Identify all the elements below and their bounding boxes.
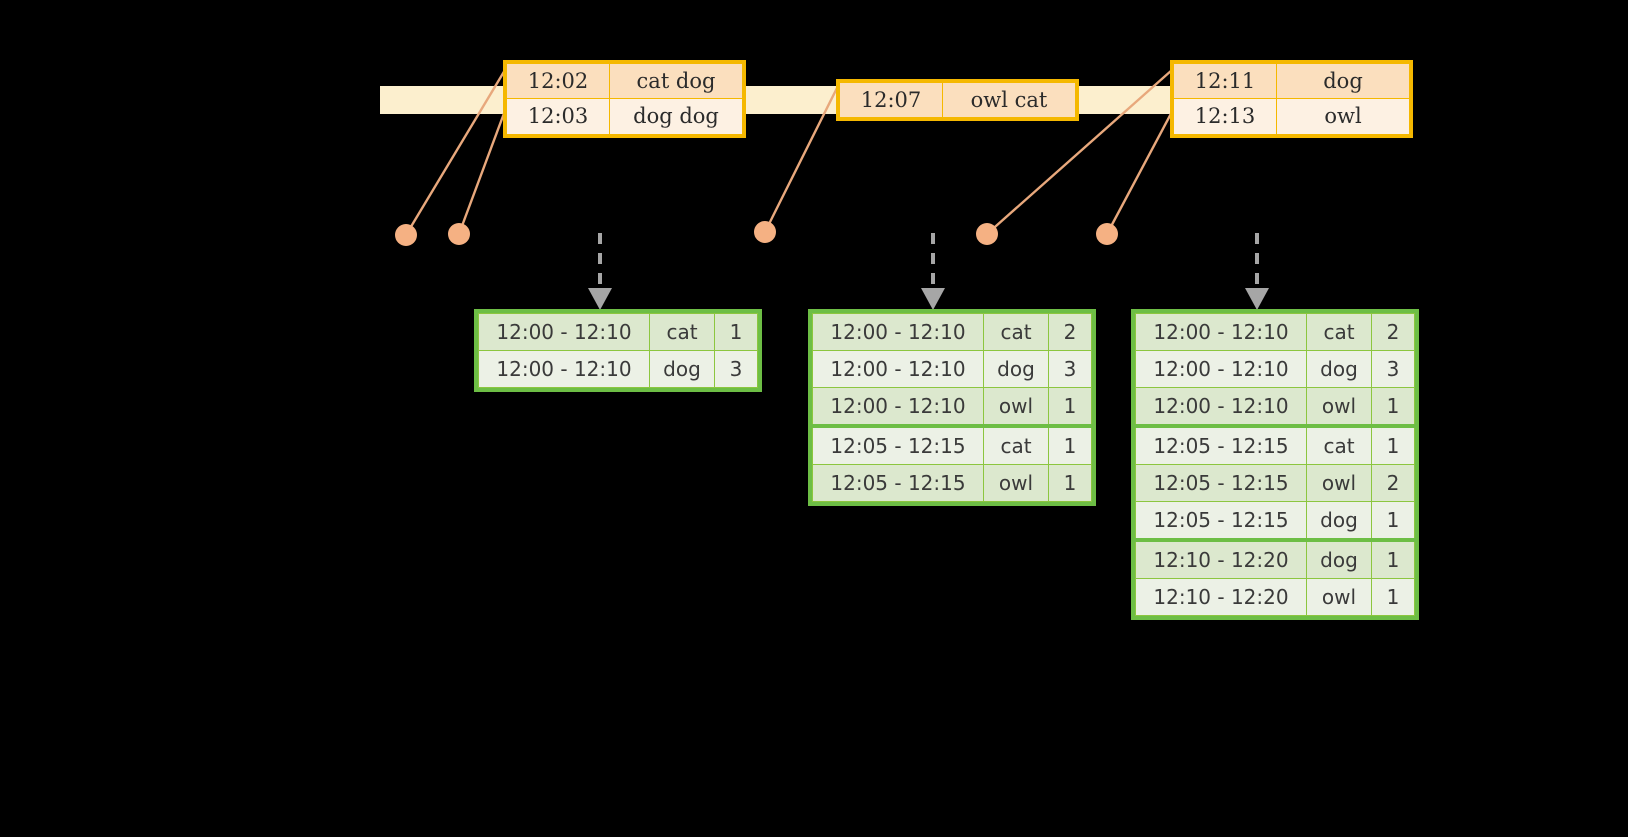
result-count: 1 (1371, 387, 1415, 428)
result-count: 3 (1371, 350, 1415, 388)
table-row: 12:05 - 12:15 dog 1 (1135, 501, 1415, 542)
result-window: 12:00 - 12:10 (812, 350, 984, 388)
event-dot-2 (448, 223, 470, 245)
result-window: 12:00 - 12:10 (812, 313, 984, 351)
event-marker-dots (395, 221, 1118, 246)
connector-line-2 (457, 107, 508, 235)
event-dot-4 (976, 223, 998, 245)
result-count: 1 (1048, 464, 1092, 502)
result-key: cat (1306, 313, 1372, 351)
event-row: 12:11 dog (1173, 62, 1410, 100)
table-row: 12:00 - 12:10 dog 3 (1135, 350, 1415, 388)
table-row: 12:05 - 12:15 owl 1 (812, 464, 1092, 502)
table-row: 12:00 - 12:10 owl 1 (1135, 387, 1415, 428)
result-count: 3 (714, 350, 758, 388)
result-key: owl (1306, 387, 1372, 428)
result-key: dog (649, 350, 715, 388)
result-window: 12:10 - 12:20 (1135, 578, 1307, 616)
event-words: owl cat (942, 81, 1076, 119)
result-window: 12:00 - 12:10 (812, 387, 984, 428)
event-words: dog (1276, 62, 1410, 100)
result-key: cat (983, 313, 1049, 351)
result-key: dog (1306, 539, 1372, 579)
result-window: 12:05 - 12:15 (1135, 464, 1307, 502)
result-table-1: 12:00 - 12:10 cat 1 12:00 - 12:10 dog 3 (474, 309, 762, 392)
result-window: 12:00 - 12:10 (1135, 350, 1307, 388)
result-window: 12:00 - 12:10 (1135, 313, 1307, 351)
result-key: cat (983, 425, 1049, 465)
result-count: 1 (1048, 425, 1092, 465)
result-count: 2 (1371, 464, 1415, 502)
table-row: 12:10 - 12:20 dog 1 (1135, 539, 1415, 579)
connector-line-5 (1105, 107, 1176, 235)
event-time: 12:03 (506, 98, 610, 135)
event-dot-3 (754, 221, 776, 243)
result-window: 12:00 - 12:10 (1135, 387, 1307, 428)
result-count: 1 (1371, 578, 1415, 616)
result-count: 1 (714, 313, 758, 351)
result-count: 1 (1048, 387, 1092, 428)
table-row: 12:05 - 12:15 cat 1 (812, 425, 1092, 465)
table-row: 12:00 - 12:10 dog 3 (812, 350, 1092, 388)
event-dot-5 (1096, 223, 1118, 245)
result-count: 2 (1371, 313, 1415, 351)
result-window: 12:05 - 12:15 (1135, 501, 1307, 542)
result-count: 2 (1048, 313, 1092, 351)
event-row: 12:07 owl cat (839, 81, 1076, 119)
result-count: 1 (1371, 501, 1415, 542)
event-time: 12:13 (1173, 98, 1277, 135)
emit-arrow-head-2 (921, 288, 945, 310)
connector-line-1 (404, 69, 507, 236)
result-window: 12:05 - 12:15 (812, 425, 984, 465)
emit-arrow-head-3 (1245, 288, 1269, 310)
table-row: 12:00 - 12:10 cat 2 (1135, 313, 1415, 351)
table-row: 12:05 - 12:15 owl 2 (1135, 464, 1415, 502)
event-time: 12:02 (506, 62, 610, 100)
table-row: 12:05 - 12:15 cat 1 (1135, 425, 1415, 465)
connector-line-3 (763, 85, 840, 233)
events-group-3: 12:11 dog 12:13 owl (1170, 60, 1413, 138)
events-group-1: 12:02 cat dog 12:03 dog dog (503, 60, 746, 138)
event-time: 12:11 (1173, 62, 1277, 100)
emit-arrow-head-1 (588, 288, 612, 310)
event-words: dog dog (609, 98, 743, 135)
result-window: 12:05 - 12:15 (812, 464, 984, 502)
result-key: owl (1306, 578, 1372, 616)
event-time: 12:07 (839, 81, 943, 119)
result-key: owl (1306, 464, 1372, 502)
event-dot-1 (395, 224, 417, 246)
result-count: 1 (1371, 425, 1415, 465)
result-key: dog (1306, 350, 1372, 388)
table-row: 12:00 - 12:10 cat 1 (478, 313, 758, 351)
result-table-3: 12:00 - 12:10 cat 2 12:00 - 12:10 dog 3 … (1131, 309, 1419, 620)
event-words: cat dog (609, 62, 743, 100)
result-window: 12:05 - 12:15 (1135, 425, 1307, 465)
event-row: 12:13 owl (1173, 98, 1410, 135)
result-window: 12:10 - 12:20 (1135, 539, 1307, 579)
result-window: 12:00 - 12:10 (478, 350, 650, 388)
event-row: 12:02 cat dog (506, 62, 743, 100)
emit-arrows (598, 233, 1259, 288)
table-row: 12:00 - 12:10 cat 2 (812, 313, 1092, 351)
result-key: owl (983, 387, 1049, 428)
emit-arrow-heads (588, 288, 1269, 310)
event-row: 12:03 dog dog (506, 98, 743, 135)
result-table-2: 12:00 - 12:10 cat 2 12:00 - 12:10 dog 3 … (808, 309, 1096, 506)
table-row: 12:10 - 12:20 owl 1 (1135, 578, 1415, 616)
result-count: 3 (1048, 350, 1092, 388)
result-count: 1 (1371, 539, 1415, 579)
result-key: owl (983, 464, 1049, 502)
result-key: dog (1306, 501, 1372, 542)
table-row: 12:00 - 12:10 dog 3 (478, 350, 758, 388)
result-key: cat (649, 313, 715, 351)
result-window: 12:00 - 12:10 (478, 313, 650, 351)
events-group-2: 12:07 owl cat (836, 79, 1079, 122)
event-words: owl (1276, 98, 1410, 135)
result-key: cat (1306, 425, 1372, 465)
table-row: 12:00 - 12:10 owl 1 (812, 387, 1092, 428)
result-key: dog (983, 350, 1049, 388)
